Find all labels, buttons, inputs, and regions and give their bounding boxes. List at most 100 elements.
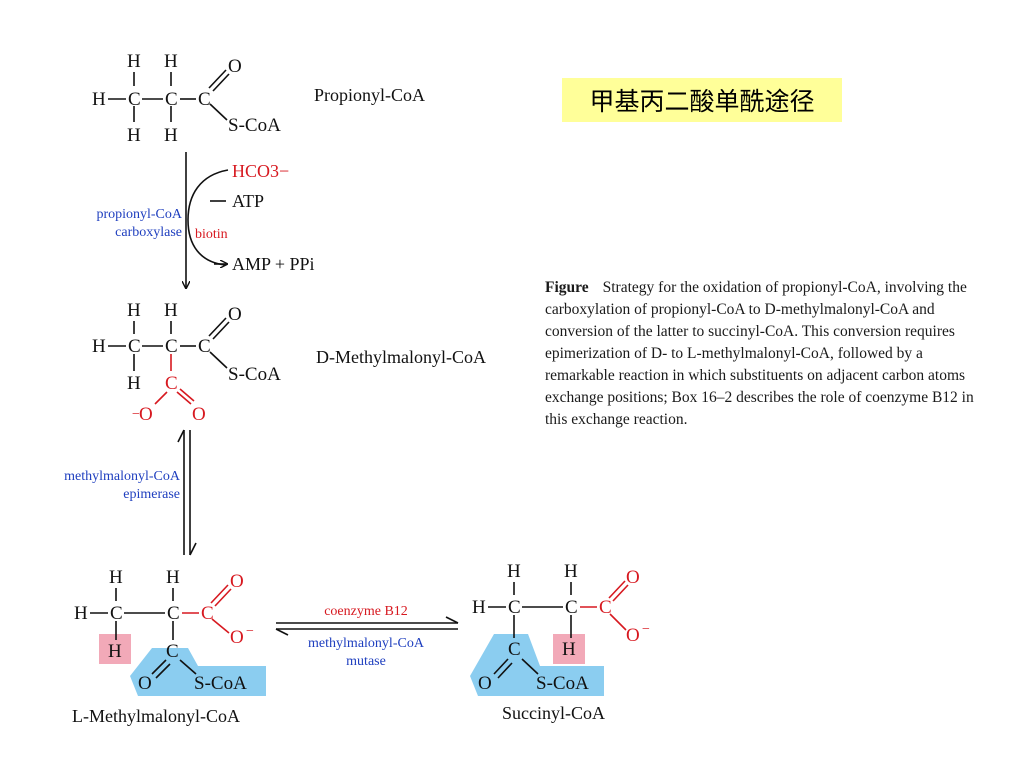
molecule-l-methylmalonyl-coa: H H H C C C O O − H C O S-CoA L-Methylma…	[72, 567, 266, 726]
caption-heading: Figure	[545, 279, 589, 296]
cofactor-coenzyme-b12: coenzyme B12	[324, 604, 408, 619]
enzyme-propionyl-coa-carboxylase-line1: propionyl-CoA	[96, 207, 182, 222]
arrow-barb	[189, 542, 197, 556]
carboxyl-oxygen: O	[230, 571, 244, 592]
thioester-scoa: S-CoA	[536, 673, 589, 694]
bond	[609, 613, 627, 631]
molecule-succinyl-coa: H H H C C C O O − C H O S-CoA Succinyl-C…	[470, 561, 650, 723]
carboxylate-oxygen: O	[230, 627, 244, 648]
atom-c: C	[167, 603, 180, 624]
bond	[210, 584, 229, 604]
atom-h: H	[127, 125, 141, 146]
label-d-methylmalonyl-coa: D-Methylmalonyl-CoA	[316, 347, 486, 367]
atom-c: C	[110, 603, 123, 624]
page-title: 甲基丙二酸单酰途径	[562, 78, 842, 122]
highlight-h	[553, 634, 585, 664]
highlight-coa-group	[130, 648, 266, 696]
bond	[209, 351, 228, 369]
bond	[151, 659, 167, 675]
atom-h: H	[109, 567, 123, 588]
bond	[612, 584, 629, 602]
molecule-d-methylmalonyl-coa: H H H C C C O S-CoA H C − O O D-Methylma…	[92, 300, 486, 425]
carboxyl-carbon: C	[201, 603, 214, 624]
charge-minus: −	[642, 622, 650, 637]
atom-c: C	[508, 639, 521, 660]
arrow-barb	[275, 628, 289, 636]
atom-h: H	[164, 125, 178, 146]
atom-h: H	[472, 597, 486, 618]
bond	[212, 321, 230, 340]
reaction-step-mutase: coenzyme B12 methylmalonyl-CoA mutase	[275, 604, 459, 669]
bond	[493, 658, 509, 675]
atom-c: C	[166, 641, 179, 662]
reaction-step-carboxylation: HCO3− ATP AMP + PPi biotin propionyl-CoA…	[96, 152, 315, 288]
bond	[608, 580, 626, 599]
label-succinyl-coa: Succinyl-CoA	[502, 703, 605, 723]
page-title-text: 甲基丙二酸单酰途径	[589, 87, 815, 116]
bond	[497, 662, 513, 679]
atom-c: C	[508, 597, 521, 618]
atom-c: C	[128, 89, 141, 110]
input-bicarbonate: HCO3−	[232, 161, 289, 181]
bond	[176, 391, 192, 405]
molecule-propionyl-coa: H H H C C C O S-CoA H H Propionyl-CoA	[92, 51, 425, 146]
enzyme-mutase-line2: mutase	[346, 654, 386, 669]
carboxyl-carbon: C	[599, 597, 612, 618]
thioester-scoa: S-CoA	[228, 115, 281, 136]
bond	[155, 663, 171, 679]
charge-minus: −	[132, 407, 140, 422]
atom-h: H	[164, 300, 178, 321]
atom-c: C	[128, 336, 141, 357]
atom-h-highlighted: H	[562, 639, 576, 660]
atom-h: H	[127, 300, 141, 321]
enzyme-epimerase-line2: epimerase	[123, 487, 180, 502]
atom-h: H	[507, 561, 521, 582]
caption-text: Strategy for the oxidation of propionyl-…	[545, 279, 974, 428]
carboxyl-carbon: C	[165, 373, 178, 394]
highlight-coa-group	[470, 634, 604, 696]
reaction-step-epimerization: methylmalonyl-CoA epimerase	[64, 429, 197, 556]
carboxylate-oxygen: O	[626, 625, 640, 646]
atom-h: H	[74, 603, 88, 624]
atom-o: O	[478, 673, 492, 694]
enzyme-epimerase-line1: methylmalonyl-CoA	[64, 469, 181, 484]
atom-h-highlighted: H	[108, 641, 122, 662]
bond	[212, 73, 230, 92]
bond	[209, 103, 228, 121]
bond	[214, 588, 232, 607]
atom-h: H	[164, 51, 178, 72]
arrow-barb	[177, 429, 185, 443]
atom-h: H	[564, 561, 578, 582]
input-atp: ATP	[232, 191, 264, 211]
atom-h: H	[92, 336, 106, 357]
carboxylate-oxygen: O	[139, 404, 153, 425]
thioester-scoa: S-CoA	[194, 673, 247, 694]
label-propionyl-coa: Propionyl-CoA	[314, 85, 425, 105]
bond	[211, 618, 230, 634]
bond	[208, 69, 227, 89]
enzyme-mutase-line1: methylmalonyl-CoA	[308, 636, 425, 651]
carboxyl-oxygen: O	[192, 404, 206, 425]
atom-h: H	[127, 373, 141, 394]
highlight-h	[99, 634, 131, 664]
atom-o: O	[228, 56, 242, 77]
atom-h: H	[92, 89, 106, 110]
side-arrow-curve	[187, 169, 229, 266]
atom-c: C	[565, 597, 578, 618]
bond	[521, 658, 539, 675]
arrow-barb	[445, 616, 459, 624]
atom-o: O	[228, 304, 242, 325]
atom-c: C	[165, 336, 178, 357]
bond	[208, 317, 227, 337]
atom-h: H	[166, 567, 180, 588]
atom-c: C	[165, 89, 178, 110]
output-amp-ppi: AMP + PPi	[232, 254, 315, 274]
atom-h: H	[127, 51, 141, 72]
atom-c: C	[198, 336, 211, 357]
atom-o: O	[138, 673, 152, 694]
bond	[154, 391, 168, 405]
enzyme-propionyl-coa-carboxylase-line2: carboxylase	[115, 225, 182, 240]
label-l-methylmalonyl-coa: L-Methylmalonyl-CoA	[72, 706, 240, 726]
